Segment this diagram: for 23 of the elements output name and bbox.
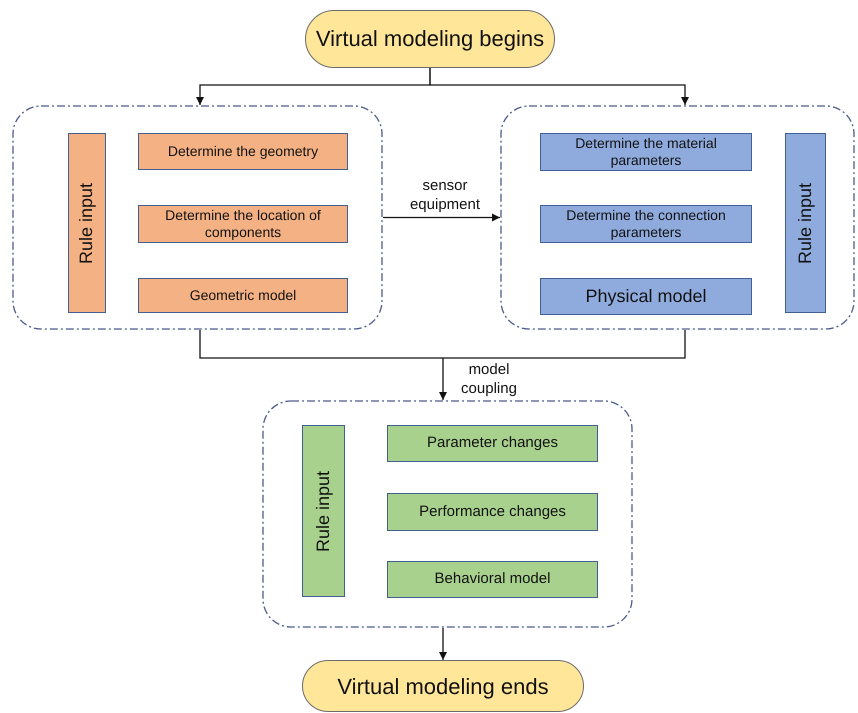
- process-box: Rule input: [785, 133, 826, 313]
- process-box: Determine the geometry: [138, 133, 348, 170]
- process-box: Performance changes: [387, 493, 598, 531]
- arrow: [439, 628, 447, 660]
- arrow: [429, 68, 689, 105]
- start-terminal: Virtual modeling begins: [305, 10, 555, 68]
- connector-line: [443, 330, 686, 359]
- process-box: Rule input: [68, 133, 106, 313]
- process-box: Determine the connection parameters: [540, 205, 752, 243]
- group-container: [12, 105, 383, 330]
- arrow: [383, 214, 500, 222]
- process-box: Rule input: [302, 425, 345, 597]
- process-box: Geometric model: [138, 278, 348, 313]
- end-terminal: Virtual modeling ends: [302, 660, 584, 712]
- process-box: Parameter changes: [387, 425, 598, 462]
- connector-line: [199, 330, 443, 359]
- group-container: [262, 400, 633, 628]
- group-container: [500, 105, 855, 330]
- process-box: Physical model: [540, 278, 752, 315]
- process-box: Determine the material parameters: [540, 133, 752, 171]
- process-box: Behavioral model: [387, 561, 598, 598]
- process-box: Determine the location of components: [138, 205, 348, 243]
- arrow: [439, 358, 447, 400]
